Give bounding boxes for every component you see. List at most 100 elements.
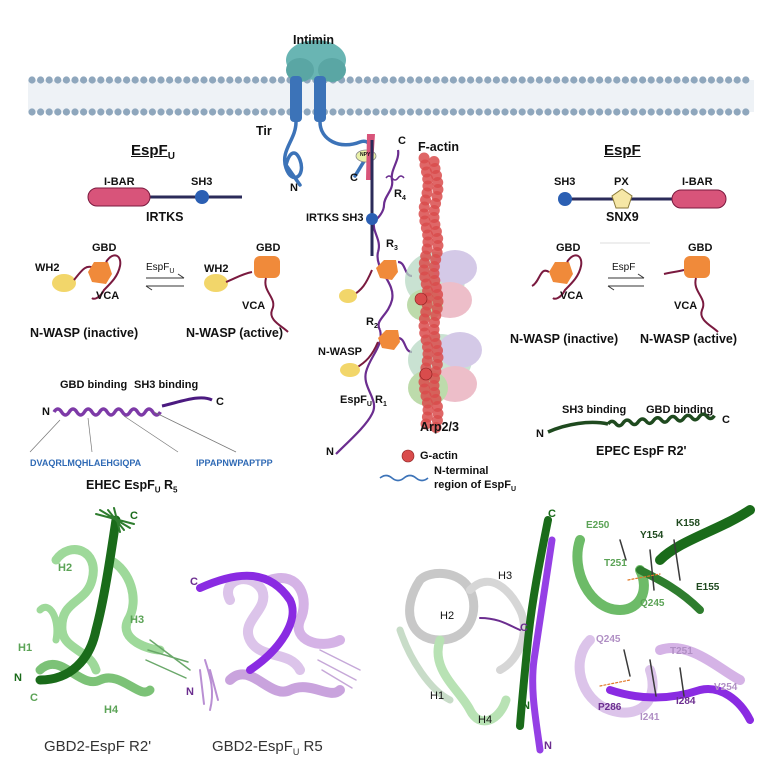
ov-h2: H2 (440, 610, 455, 622)
r2-label: R2 (366, 316, 378, 330)
zt-q245: Q245 (640, 598, 665, 609)
lipid-head (587, 108, 595, 116)
lipid-head (88, 108, 96, 116)
right-gbd-binding: GBD binding (646, 404, 714, 416)
ov-n-green: N (522, 700, 530, 712)
lipid-head (690, 108, 698, 116)
right-gbd-inactive: GBD (556, 242, 581, 254)
membrane-bilayer (28, 76, 754, 116)
s1-h3: H3 (130, 614, 145, 626)
lipid-head (509, 76, 518, 84)
lipid-head (475, 76, 483, 84)
espfu-r1-label: EspFU R1 (340, 394, 387, 408)
lipid-head (269, 108, 277, 116)
lipid-head (501, 76, 509, 84)
ov-h4: H4 (478, 714, 493, 726)
r2-n-label: N (536, 428, 544, 440)
lipid-head (191, 76, 199, 84)
lipid-head (484, 76, 492, 84)
sh3-label-right: SH3 (554, 176, 576, 188)
s1-n: N (14, 672, 22, 684)
r5-c-label: C (216, 396, 224, 408)
lipid-head (217, 108, 225, 116)
lipid-head (88, 76, 96, 84)
lipid-head (604, 76, 612, 84)
f-actin-filament (418, 152, 444, 433)
lipid-head (131, 76, 139, 84)
sh3-label-left: SH3 (191, 176, 213, 188)
left-vca-inactive: VCA (96, 290, 120, 302)
lipid-head (243, 108, 251, 116)
left-gbd-binding: GBD binding (60, 379, 128, 391)
lipid-head (406, 108, 414, 116)
ehec-r5-name: EHEC EspF (86, 478, 155, 492)
left-arrow-label: EspFU (146, 262, 174, 275)
seq-gbd-binding: DVAQRLMQHLAEHGIQPA (30, 458, 142, 468)
ov-c: C (520, 622, 528, 634)
left-wh2-active: WH2 (204, 263, 229, 275)
intimin-label: Intimin (293, 33, 334, 47)
irtks-schematic (87, 187, 242, 207)
lipid-head (252, 108, 260, 116)
right-vca-inactive: VCA (560, 290, 584, 302)
lipid-head (234, 108, 242, 116)
lipid-head (639, 76, 647, 84)
lipid-head (157, 76, 165, 84)
left-vca-active: VCA (242, 300, 266, 312)
left-gbd-active: GBD (256, 242, 281, 254)
lipid-head (131, 108, 139, 116)
lipid-head (647, 76, 655, 84)
lipid-head (166, 76, 174, 84)
lipid-head (458, 108, 466, 116)
lipid-head (509, 108, 518, 116)
ehec-r5-suffix: R (160, 478, 174, 492)
gbd-espfu-structure (196, 571, 361, 711)
r3-sub: 3 (393, 245, 398, 253)
lipid-head (234, 76, 242, 84)
lipid-head (389, 108, 397, 116)
caption-gbd-espfu: GBD2-EspFU R5 (212, 738, 323, 757)
lipid-head (699, 108, 707, 116)
lipid-head (630, 108, 638, 116)
lipid-head (492, 76, 500, 84)
r4-text: R (394, 188, 402, 200)
lipid-head (604, 108, 612, 116)
lipid-head (570, 76, 578, 84)
lipid-head (303, 108, 311, 116)
lipid-head (97, 108, 105, 116)
lipid-head (372, 108, 380, 116)
lipid-head (62, 76, 70, 84)
espfu-r1-suffix: R (371, 394, 383, 406)
ehec-r5-subscript: 5 (173, 485, 178, 495)
lipid-head (561, 108, 569, 116)
lipid-head (613, 76, 621, 84)
lipid-head (80, 108, 88, 116)
espfu-r5-schematic (29, 396, 237, 453)
espfu-r1-subscript: 1 (382, 401, 387, 409)
r4-wiggle (385, 175, 405, 181)
g-actin-lower (419, 367, 433, 381)
lipid-head (183, 108, 191, 116)
lipid-head (363, 76, 371, 84)
zoom-top-structure (572, 505, 755, 616)
lipid-head (97, 76, 105, 84)
lipid-head (716, 76, 724, 84)
ov-h3: H3 (498, 570, 513, 582)
r2-text: R (366, 316, 374, 328)
lipid-head (432, 108, 440, 116)
s2-c: C (190, 576, 198, 588)
lipid-head (174, 76, 182, 84)
zb-t251: T251 (670, 646, 693, 657)
lipid-head (28, 76, 36, 84)
ehec-r5-sub: U (154, 485, 161, 495)
tir-n-label: N (290, 182, 298, 194)
s2-n: N (186, 686, 194, 698)
ov-c-green: C (548, 508, 556, 520)
center-n-bottom: N (326, 446, 334, 458)
left-inactive-label: N-WASP (inactive) (30, 326, 139, 340)
espfu-title-sub: U (167, 151, 175, 162)
right-nwasp-inactive (531, 254, 583, 300)
lipid-head (277, 108, 285, 116)
lipid-head (54, 108, 62, 116)
left-sh3-binding: SH3 binding (134, 379, 199, 391)
